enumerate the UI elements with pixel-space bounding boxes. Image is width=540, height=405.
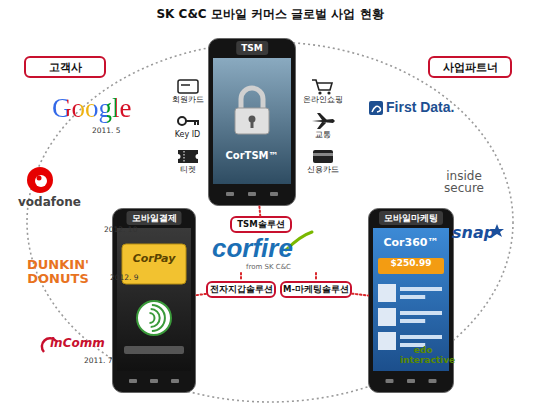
membership-card-icon [178, 80, 198, 93]
node-heading: TSM [236, 41, 268, 55]
screen-text: CorPay [133, 252, 176, 265]
phone-outline [208, 38, 296, 206]
price-text: $250.99 [391, 259, 432, 269]
partner-logo: inside secure [440, 170, 488, 194]
brand-logo: corfire [212, 234, 293, 263]
icon-label: 온라인쇼핑 [298, 96, 348, 105]
icon-label: 티켓 [165, 166, 210, 175]
phone-node: TSM CorTSM™ [208, 38, 296, 206]
node-heading: 사업파트너 [443, 60, 498, 75]
brand-tagline: from SK C&C [246, 264, 291, 272]
label-box: 고객사 [24, 56, 106, 78]
node-heading: 모바일마케팅 [379, 211, 443, 225]
node-heading: 고객사 [49, 60, 82, 75]
key-icon [178, 117, 199, 125]
icon-label: Key ID [165, 131, 210, 140]
ticket-icon [178, 150, 198, 163]
airplane-icon [312, 113, 335, 129]
company-logo: vodafone [18, 196, 81, 209]
firstdata-mark [369, 101, 383, 115]
date-note: 2012. 9 [110, 274, 139, 282]
label-box: 전자지갑솔루션 [206, 281, 276, 298]
dotted-connector [196, 294, 206, 295]
date-note: 2012. 10 [104, 226, 137, 234]
company-logo: DUNKIN' DONUTS [18, 258, 98, 286]
dotted-circle [27, 42, 513, 402]
cart-icon [312, 80, 332, 95]
partner-logo: snap [452, 224, 495, 242]
credit-card-icon [313, 150, 333, 163]
company-logo: inComm [50, 337, 105, 350]
leader-line [315, 273, 317, 281]
partner-logo: edo interactive [400, 345, 446, 365]
node-heading: M-마케팅솔루션 [283, 284, 349, 296]
leader-line [240, 273, 242, 281]
phone-node: 모바일결제 CorPay [112, 208, 196, 393]
icon-label: 교통 [298, 131, 348, 140]
vodafone-logo [27, 167, 53, 193]
phone-outline [368, 208, 454, 393]
node-heading: 모바일결제 [127, 211, 182, 225]
node-heading: 전자지갑솔루션 [210, 284, 273, 296]
screen-text: CorTSM™ [225, 150, 278, 161]
dotted-connector [352, 294, 368, 296]
label-box: 사업파트너 [428, 56, 512, 78]
icon-label: 신용카드 [298, 166, 348, 175]
partner-logo: First Data. [386, 100, 454, 115]
icon-label: 회원카드 [165, 96, 210, 105]
screen-text: Cor360™ [383, 236, 438, 249]
label-box: TSM솔루션 [230, 216, 292, 233]
company-logo: Google [52, 94, 131, 124]
phone-node: 모바일마케팅 Cor360™ [368, 208, 454, 393]
label-box: M-마케팅솔루션 [280, 281, 352, 298]
dotted-connector [258, 206, 261, 216]
date-note: 2011. 5 [92, 127, 121, 135]
diagram-title: SK C&C 모바일 커머스 글로벌 사업 현황 [0, 6, 540, 23]
node-heading: TSM솔루션 [237, 219, 284, 231]
date-note: 2011. 7 [84, 357, 113, 365]
phone-outline [112, 208, 196, 393]
